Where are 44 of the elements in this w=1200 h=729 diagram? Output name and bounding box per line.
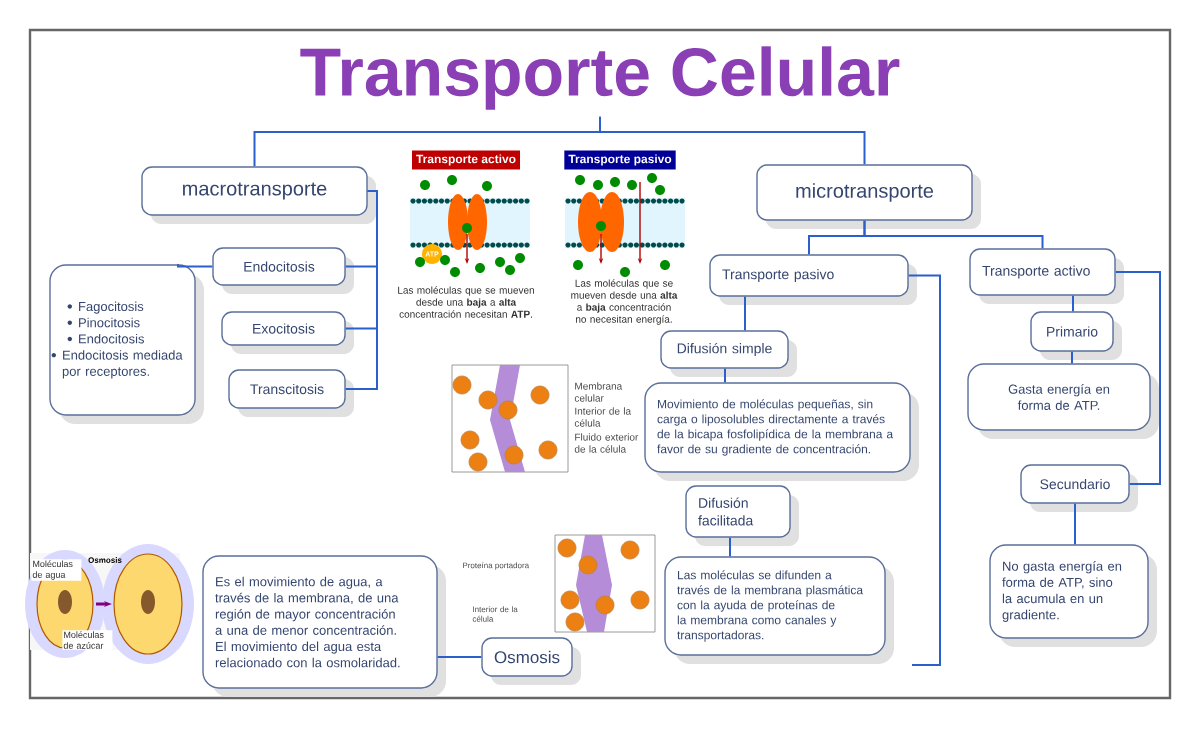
connector-line [599,115,866,166]
picture-label: Membrana celular [574,382,623,402]
concept-box: Transporte pasivo [709,254,917,305]
concept-box: Movimiento de moléculas pequeñas, sin carga o liposolubles directamente a través de la bicapa fosfolipídica de la membrana a favor de su gradiente de concentración. [644,382,919,481]
picture-label: Moléculas de agua [31,559,82,581]
concept-box: Es el movimiento de agua, a través de la membrana, de una región de mayor concentración a una de menor concentración. El movimiento del agua esta relacionado con la osmolaridad. [202,555,446,697]
connector-line [1072,294,1074,313]
picture-caption: Las moléculas que se mueven desde una alta a baja concentración no necesitan energía. [571,279,678,325]
connector-line [1074,502,1076,546]
connector-line [724,367,726,384]
concept-box: Endocitosis [212,247,354,294]
concept-box: microtransporte [756,164,981,229]
picture-caption: Las moléculas que se mueven desde una baja a alta concentración necesitan ATP. [398,286,534,318]
heading-tag: Transporte activo [412,150,520,170]
picture-label: Fluido exterior de la célula [574,433,639,453]
concept-box: Osmosis [481,637,581,685]
concept-box: Fagocitosis Pinocitosis Endocitosis Endocitosis mediada por receptores. [49,264,204,424]
connector-line [907,274,941,666]
connector-line [344,190,378,390]
concept-box: Primario [1030,311,1122,360]
concept-box: Difusión simple [660,330,797,377]
concept-box: Transporte activo [969,248,1124,304]
concept-box: Exocitosis [221,311,354,354]
concept-box: No gasta energía en forma de ATP, sino la acumula en un gradiente. [989,544,1157,647]
title: Transporte Celular [300,46,900,110]
concept-box: Las moléculas se difunden a través de la membrana plasmática con la ayuda de proteínas de la membrana como canales y transportadoras. [664,556,894,664]
concept-box: Secundario [1020,464,1138,512]
connector-line [863,219,1044,250]
picture-label: Osmosis [88,557,122,563]
connector-line [1071,350,1073,365]
picture-label: Interior de la célula [574,407,632,427]
picture-label: Moléculas de azúcar [62,630,113,650]
connector-line [729,536,731,558]
heading-tag: Transporte pasivo [564,150,676,170]
concept-box: Difusión facilitada [685,485,799,546]
picture-label: Proteína portadora [463,562,530,570]
connector-line [177,263,214,268]
connector-line [1114,271,1161,485]
concept-box: macrotransporte [141,166,376,224]
concept-box: Transcitosis [228,369,354,417]
concept-box: Gasta energía en forma de ATP. [967,363,1159,439]
connector-line [744,295,746,332]
picture-label: Interior de la célula [472,606,518,622]
connector-line [436,656,483,658]
